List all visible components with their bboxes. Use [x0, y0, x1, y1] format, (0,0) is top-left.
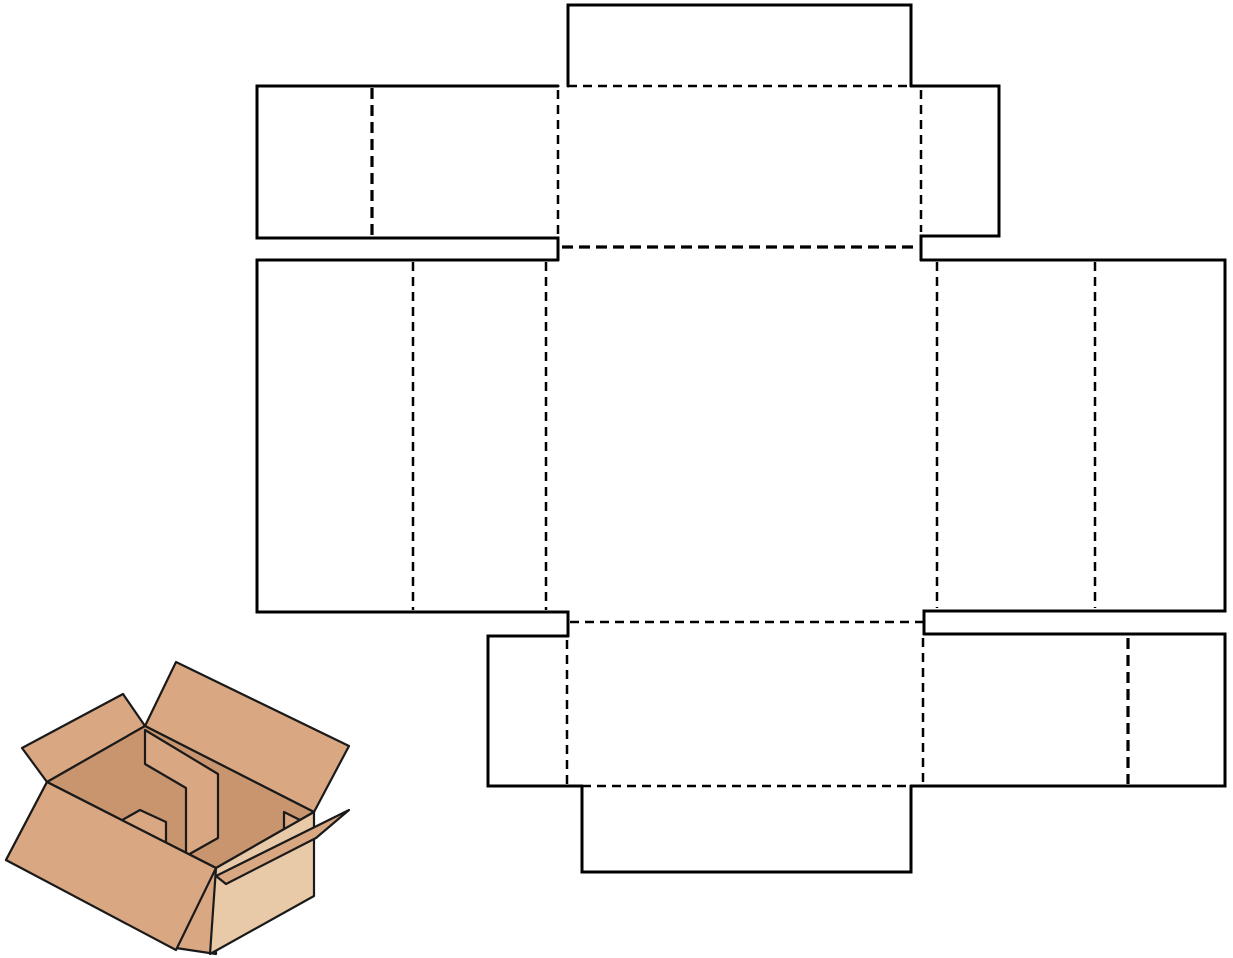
top-left-flap [255, 84, 560, 262]
open-box-illustration [4, 660, 351, 956]
bottom-right-flap [909, 632, 1227, 788]
left-side-panel [255, 258, 570, 638]
box-front-left-flap [4, 780, 218, 952]
top-outer-flap [566, 3, 913, 88]
top-right-flap [909, 84, 1001, 262]
fold-lines [370, 84, 1130, 788]
right-side-panel [919, 258, 1227, 636]
cut-lines [255, 3, 1227, 874]
bottom-left-flap [486, 634, 584, 788]
bottom-outer-flap [580, 784, 913, 874]
box-front-right-flap [214, 808, 351, 886]
